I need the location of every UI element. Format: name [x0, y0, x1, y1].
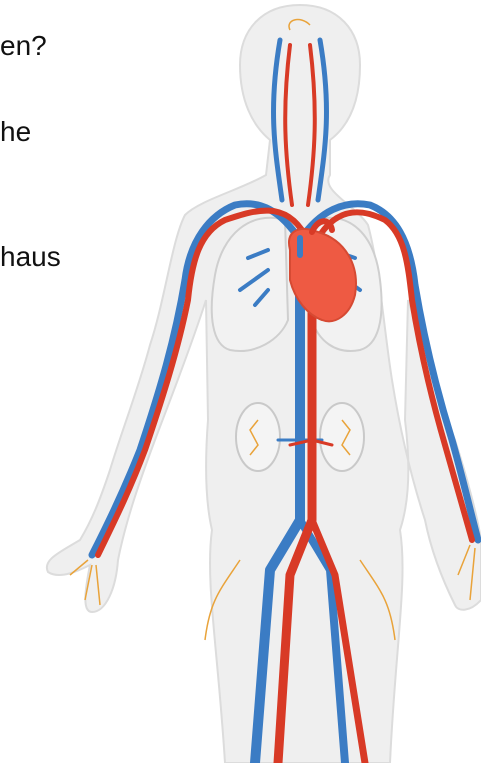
left-kidney [236, 403, 280, 471]
right-kidney [320, 403, 364, 471]
